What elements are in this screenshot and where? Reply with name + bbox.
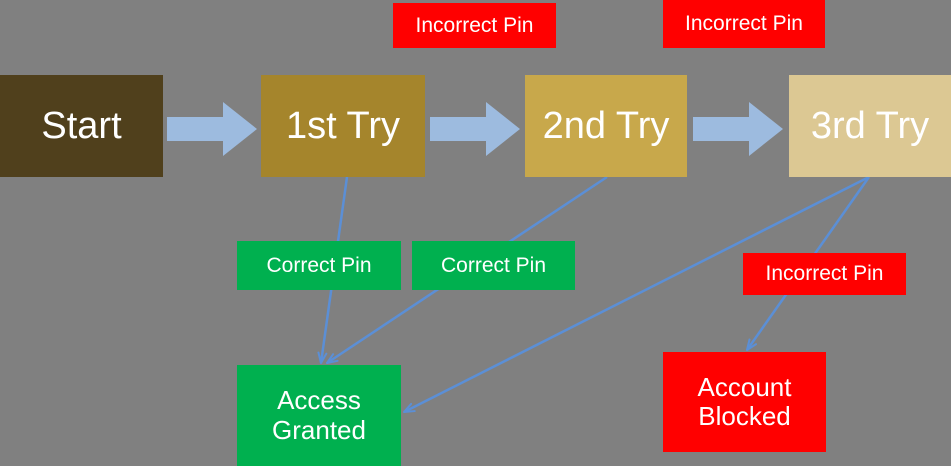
node-start[interactable]: Start: [0, 75, 163, 177]
node-access-granted[interactable]: Access Granted: [237, 365, 401, 466]
node-3rd-try[interactable]: 3rd Try: [789, 75, 951, 177]
node-2nd-try[interactable]: 2nd Try: [525, 75, 687, 177]
block-arrow-try2-to-try3: [693, 102, 783, 156]
block-arrow-start-to-try1: [167, 102, 257, 156]
edge-label-incorrect-pin-1: Incorrect Pin: [393, 3, 556, 48]
edge-label-incorrect-pin-2: Incorrect Pin: [663, 0, 825, 48]
node-account-blocked[interactable]: Account Blocked: [663, 352, 826, 452]
edge-label-correct-pin-2: Correct Pin: [412, 241, 575, 290]
edge-label-correct-pin-1: Correct Pin: [237, 241, 401, 290]
block-arrow-try1-to-try2: [430, 102, 520, 156]
node-1st-try[interactable]: 1st Try: [261, 75, 425, 177]
edge-label-incorrect-pin-3: Incorrect Pin: [743, 253, 906, 295]
